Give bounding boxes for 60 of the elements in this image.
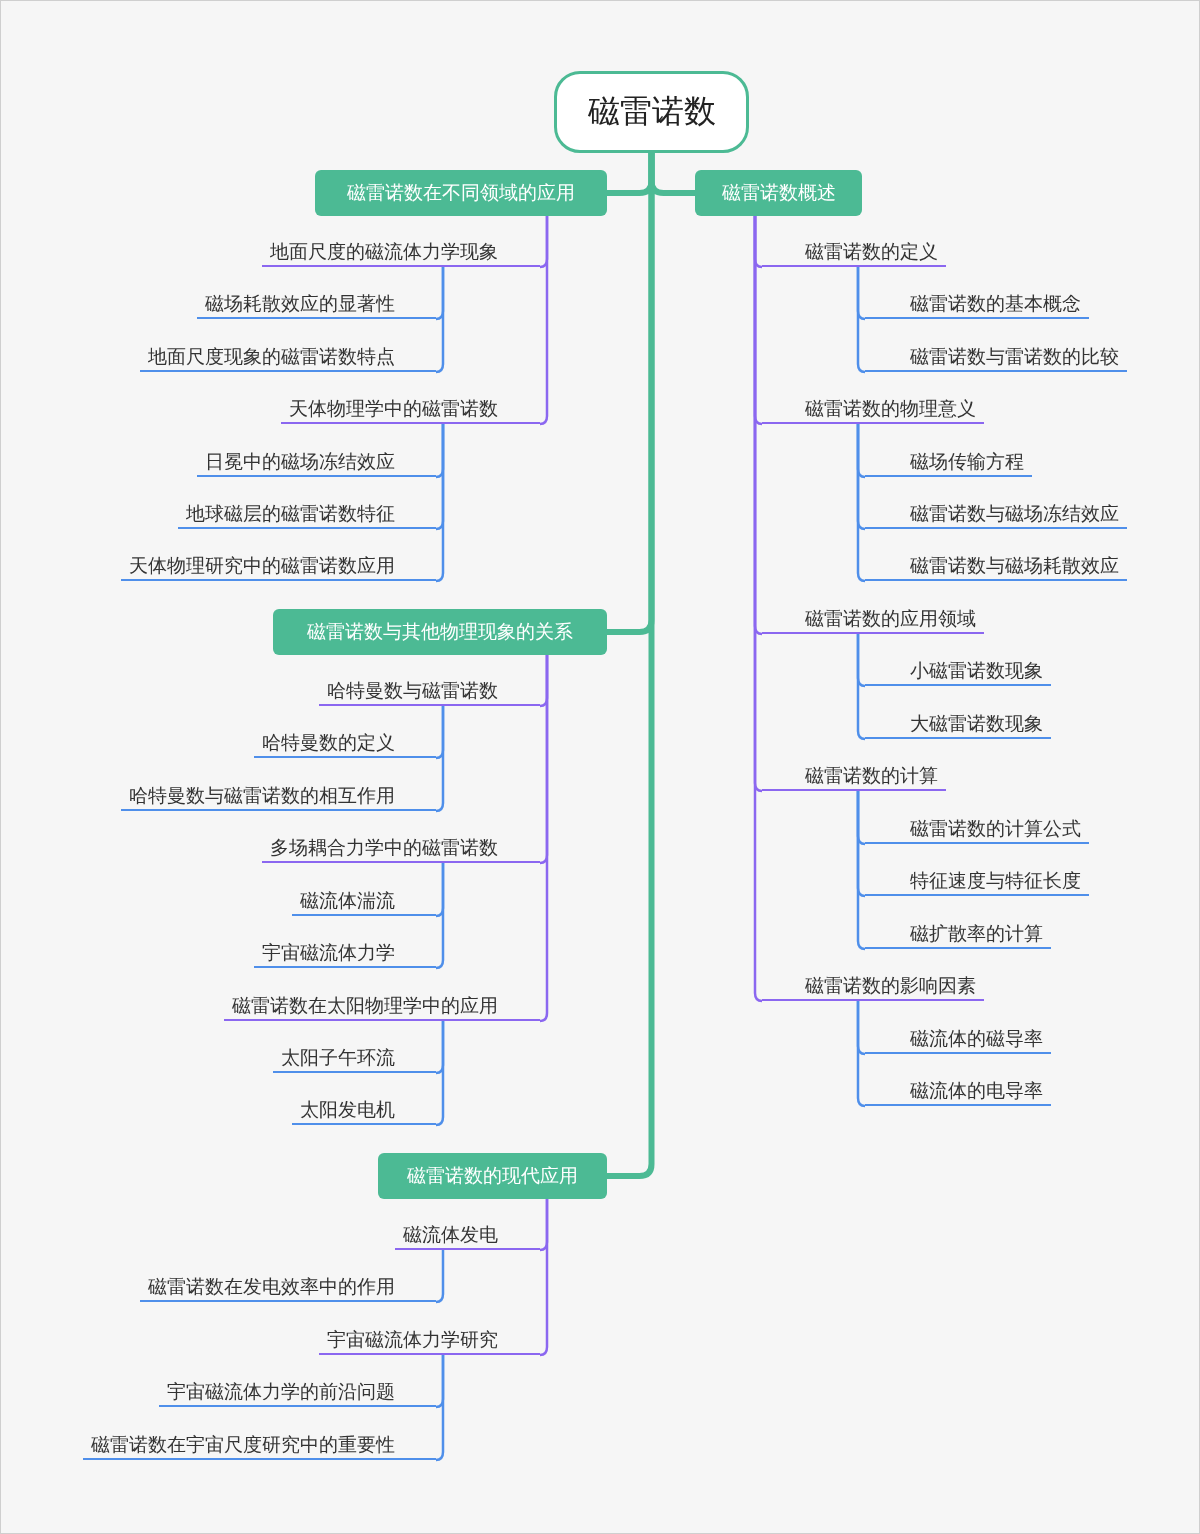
subtopic-label: 地面尺度的磁流体力学现象 [262, 235, 540, 267]
connector-line [435, 863, 445, 970]
subtopic-label: 磁雷诺数的定义 [762, 235, 946, 267]
topic-box: 磁雷诺数与其他物理现象的关系 [273, 609, 607, 655]
connector-line [753, 216, 763, 1003]
subtopic-label: 大磁雷诺数现象 [865, 707, 1051, 739]
connector-line [856, 267, 866, 374]
subtopic-label: 磁流体发电 [395, 1218, 540, 1250]
connector-line [856, 791, 866, 951]
subtopic-label: 宇宙磁流体力学 [254, 936, 436, 968]
subtopic-label: 磁雷诺数的计算 [762, 759, 946, 791]
connector-line [435, 706, 445, 813]
connector-line [435, 267, 445, 374]
subtopic-label: 小磁雷诺数现象 [865, 654, 1051, 686]
subtopic-label: 磁雷诺数在发电效率中的作用 [140, 1270, 436, 1302]
subtopic-label: 磁雷诺数的物理意义 [762, 392, 984, 424]
connector-line [856, 424, 866, 583]
subtopic-label: 磁流体的电导率 [865, 1074, 1051, 1106]
connector-line [435, 1250, 445, 1304]
subtopic-label: 特征速度与特征长度 [865, 864, 1089, 896]
subtopic-label: 地球磁层的磁雷诺数特征 [178, 497, 436, 529]
subtopic-label: 宇宙磁流体力学研究 [319, 1323, 540, 1355]
topic-box: 磁雷诺数在不同领域的应用 [315, 170, 607, 216]
subtopic-label: 磁场传输方程 [865, 445, 1032, 477]
connector-line [539, 655, 549, 1023]
connector-line [435, 1355, 445, 1462]
subtopic-label: 磁扩散率的计算 [865, 917, 1051, 949]
subtopic-label: 哈特曼数与磁雷诺数的相互作用 [121, 779, 436, 811]
connector-line [539, 1199, 549, 1357]
connector-line [856, 1001, 866, 1108]
subtopic-label: 磁雷诺数的基本概念 [865, 287, 1089, 319]
subtopic-label: 日冕中的磁场冻结效应 [197, 445, 436, 477]
subtopic-label: 天体物理学中的磁雷诺数 [281, 392, 540, 424]
subtopic-label: 磁流体湍流 [292, 884, 436, 916]
subtopic-label: 宇宙磁流体力学的前沿问题 [159, 1375, 436, 1407]
subtopic-label: 磁流体的磁导率 [865, 1022, 1051, 1054]
subtopic-label: 天体物理研究中的磁雷诺数应用 [121, 549, 436, 581]
subtopic-label: 磁雷诺数的影响因素 [762, 969, 984, 1001]
subtopic-label: 磁雷诺数与磁场冻结效应 [865, 497, 1127, 529]
subtopic-label: 磁雷诺数在太阳物理学中的应用 [224, 989, 540, 1021]
subtopic-label: 哈特曼数与磁雷诺数 [319, 674, 540, 706]
topic-box: 磁雷诺数概述 [695, 170, 862, 216]
subtopic-label: 磁雷诺数与雷诺数的比较 [865, 340, 1127, 372]
subtopic-label: 磁场耗散效应的显著性 [197, 287, 436, 319]
subtopic-label: 多场耦合力学中的磁雷诺数 [262, 831, 540, 863]
subtopic-label: 磁雷诺数在宇宙尺度研究中的重要性 [83, 1428, 436, 1460]
connector-line [435, 424, 445, 583]
subtopic-label: 太阳发电机 [292, 1093, 436, 1125]
connector-line [856, 634, 866, 741]
connector-line [607, 153, 655, 1179]
subtopic-label: 太阳子午环流 [273, 1041, 436, 1073]
subtopic-label: 地面尺度现象的磁雷诺数特点 [140, 340, 436, 372]
subtopic-label: 磁雷诺数与磁场耗散效应 [865, 549, 1127, 581]
central-topic-box: 磁雷诺数 [554, 71, 749, 153]
connector-line [539, 216, 549, 426]
subtopic-label: 磁雷诺数的计算公式 [865, 812, 1089, 844]
topic-box: 磁雷诺数的现代应用 [378, 1153, 607, 1199]
subtopic-label: 哈特曼数的定义 [254, 726, 436, 758]
subtopic-label: 磁雷诺数的应用领域 [762, 602, 984, 634]
connector-line [435, 1021, 445, 1127]
